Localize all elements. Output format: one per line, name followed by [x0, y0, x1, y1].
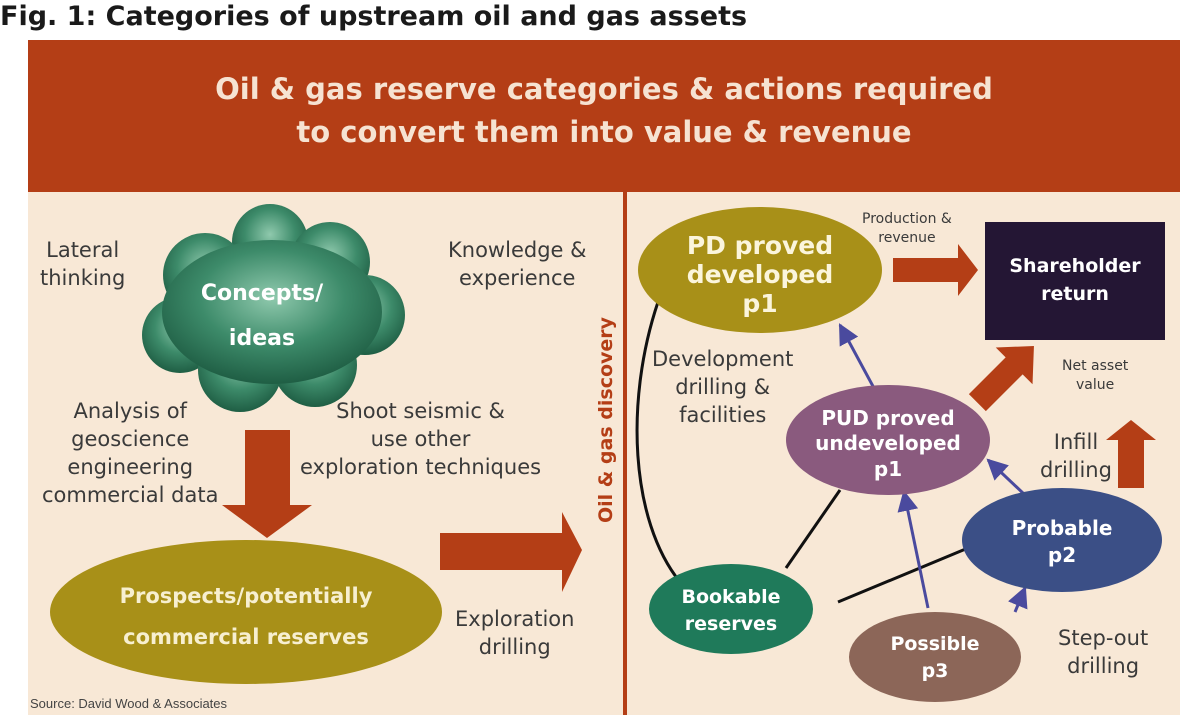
source-note: Source: David Wood & Associates	[30, 696, 228, 711]
header-banner: Oil & gas reserve categories & actions r…	[28, 40, 1180, 192]
connector-lines	[635, 301, 969, 604]
shareholder-label-1: Shareholder	[1009, 255, 1141, 277]
pud-label-3: p1	[874, 457, 902, 481]
possible-to-pud-arrow	[897, 489, 930, 609]
pud-node: PUD proved undeveloped p1	[786, 385, 990, 495]
concepts-label-1: Concepts/	[201, 281, 324, 306]
shareholder-label-2: return	[1041, 283, 1109, 305]
shareholder-node: Shareholder return	[985, 222, 1165, 340]
bookable-probable-line	[837, 546, 969, 604]
concepts-cloud: Concepts/ ideas	[142, 204, 405, 412]
bookable-node: Bookable reserves	[649, 564, 813, 654]
knowledge-label: Knowledge &experience	[448, 238, 587, 290]
probable-label-1: Probable	[1012, 516, 1113, 540]
pd-label-1: PD proved	[687, 231, 833, 260]
upgrade-arrows	[838, 323, 1028, 613]
pud-to-pd-arrow	[838, 323, 877, 391]
prospects-label-2: commercial reserves	[123, 625, 369, 649]
pud-label-1: PUD proved	[821, 406, 954, 430]
net-asset-arrow	[968, 346, 1034, 412]
possible-node: Possible p3	[849, 612, 1021, 702]
banner-title: Oil & gas reserve categories & actions r…	[215, 72, 993, 149]
pud-label-2: undeveloped	[815, 431, 961, 455]
pd-node: PD proved developed p1	[638, 207, 882, 333]
infill-arrow	[1106, 420, 1156, 488]
bookable-label-2: reserves	[685, 613, 777, 635]
discovery-label: Oil & gas discovery	[595, 316, 617, 523]
bookable-pud-line	[784, 489, 842, 569]
figure-title: Fig. 1: Categories of upstream oil and g…	[0, 1, 748, 32]
probable-label-2: p2	[1048, 543, 1076, 567]
concepts-label-2: ideas	[229, 326, 295, 351]
probable-to-pud-arrow	[986, 458, 1027, 497]
prospects-node: Prospects/potentially commercial reserve…	[50, 540, 442, 684]
production-label: Production &revenue	[862, 211, 952, 246]
possible-label-1: Possible	[890, 633, 979, 655]
bookable-label-1: Bookable	[681, 586, 780, 608]
pd-label-2: developed	[687, 260, 834, 289]
pd-bookable-line	[635, 301, 682, 583]
panel-divider	[623, 192, 627, 715]
probable-node: Probable p2	[962, 488, 1162, 592]
possible-to-probable-arrow	[1008, 586, 1028, 613]
production-arrow	[893, 244, 978, 296]
pd-label-3: p1	[742, 289, 777, 318]
prospects-label-1: Prospects/potentially	[120, 584, 373, 608]
exploration-arrow	[440, 512, 582, 592]
possible-label-2: p3	[922, 660, 949, 682]
down-arrow	[222, 430, 312, 538]
